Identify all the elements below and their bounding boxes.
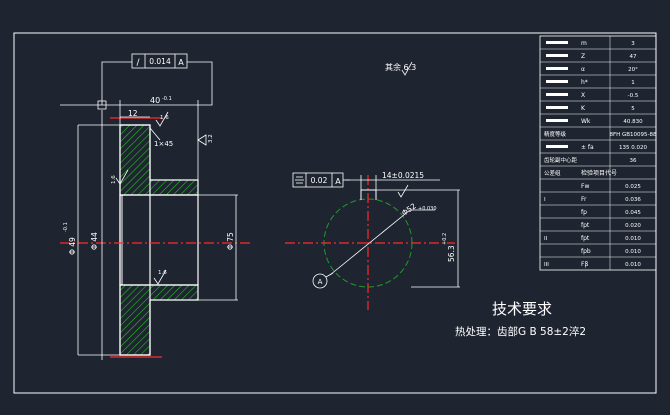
- runout-datum: A: [178, 58, 184, 67]
- bore-dia-dim: Φ52: [400, 201, 418, 217]
- tech-requirements-heading: 技术要求: [492, 300, 552, 318]
- outer-diameter-dim: Φ 49: [68, 237, 77, 255]
- runout-tolerance-frame: / 0.014 A: [131, 53, 188, 69]
- hatched-lower-section: [119, 284, 199, 356]
- param-symbol: K: [581, 105, 586, 112]
- rest-surface-note: 其余 6.3: [385, 62, 416, 72]
- param-symbol: m: [581, 40, 587, 47]
- param-symbol: fpt: [581, 235, 590, 242]
- param-symbol: fp: [581, 209, 587, 216]
- hatched-upper-section: [119, 124, 199, 196]
- bore-dia-tol: +0.030: [418, 206, 437, 212]
- param-value: 0.010: [625, 262, 641, 268]
- param-symbol: α: [581, 66, 585, 73]
- param-name-bar: [546, 106, 568, 109]
- param-value: 3: [631, 41, 635, 47]
- param-value: 5: [631, 106, 635, 112]
- pitch-diameter-dim: Φ 44: [90, 232, 99, 250]
- param-value: 0.045: [625, 210, 641, 216]
- param-symbol: Fw: [581, 183, 589, 190]
- param-label: III: [544, 262, 549, 268]
- param-value: 8FH GB10095-88: [609, 132, 657, 138]
- datum-a-label: A: [318, 278, 323, 286]
- hub-width-dim: 40: [150, 96, 160, 105]
- param-label: I: [544, 197, 546, 203]
- param-value: 40.830: [623, 119, 643, 125]
- hub-width-tol: -0.1: [162, 96, 172, 102]
- param-symbol: fpb: [581, 248, 591, 255]
- param-name-bar: [546, 119, 568, 122]
- outer-diameter-tol: -0.1: [63, 222, 69, 232]
- symmetry-datum: A: [335, 177, 341, 186]
- param-label: 齿轮副中心距: [544, 156, 578, 164]
- param-symbol: ± fa: [581, 144, 594, 151]
- param-name-bar: [546, 93, 568, 96]
- param-value: 135 0.020: [619, 145, 647, 151]
- param-label: 精度等级: [544, 130, 567, 138]
- roughness-a: 1.6: [160, 115, 169, 121]
- param-value: -0.5: [628, 93, 639, 99]
- gear-end-view: [285, 175, 460, 310]
- param-symbol: Z: [581, 53, 585, 60]
- drawing-border: [13, 32, 657, 394]
- param-value: 36: [630, 158, 637, 164]
- param-value: 0.020: [625, 223, 641, 229]
- param-symbol: fpt: [581, 222, 590, 229]
- param-value: 47: [630, 54, 637, 60]
- symmetry-value: 0.02: [311, 176, 328, 185]
- param-value: 20°: [628, 67, 638, 73]
- runout-value: 0.014: [149, 57, 171, 66]
- keyway-depth-dim: 56.3: [447, 245, 456, 262]
- param-value: 1: [631, 80, 635, 86]
- datum-a-circle: [312, 273, 328, 289]
- param-label: II: [544, 236, 548, 242]
- param-symbol: Fβ: [581, 261, 588, 268]
- roughness-3-2: 3.2: [208, 134, 214, 143]
- param-symbol: X: [581, 92, 585, 99]
- param-value: 0.010: [625, 236, 641, 242]
- gear-section-view: [60, 61, 413, 360]
- bore-diameter-dim: Φ 75: [226, 232, 235, 250]
- chamfer-dim: 1×45: [154, 140, 173, 148]
- runout-symbol: /: [136, 58, 140, 68]
- param-symbol: h*: [581, 79, 588, 86]
- param-label: 公差组: [544, 169, 561, 177]
- heat-treatment-note: 热处理：齿部G B 58±2淬2: [455, 325, 586, 338]
- symmetry-tolerance-frame: 0.02 A: [292, 172, 344, 188]
- param-name-bar: [546, 67, 568, 70]
- param-symbol: Fr: [581, 196, 587, 203]
- parameter-table: m 3Z 47 α 20° h* 1X -0.5K 5Wk 40.830 精度等级 8FH GB100…: [539, 35, 657, 271]
- param-name-bar: [546, 80, 568, 83]
- keyway-width-dim: 14±0.0215: [382, 171, 424, 180]
- step-dim: 12: [128, 109, 138, 118]
- param-symbol: 检验项目代号: [581, 169, 617, 177]
- param-value: 0.010: [625, 249, 641, 255]
- param-symbol: Wk: [581, 118, 591, 125]
- keyway-depth-tol: +0.2: [442, 233, 448, 245]
- keyway-outline: [360, 189, 377, 200]
- param-value: 0.025: [625, 184, 641, 190]
- param-name-bar: [546, 145, 568, 148]
- param-name-bar: [546, 54, 568, 57]
- param-value: 0.036: [625, 197, 641, 203]
- param-name-bar: [546, 41, 568, 44]
- roughness-c: 1.6: [158, 270, 167, 276]
- gear-hub-outline: [119, 194, 199, 286]
- roughness-b: 1.6: [111, 175, 117, 184]
